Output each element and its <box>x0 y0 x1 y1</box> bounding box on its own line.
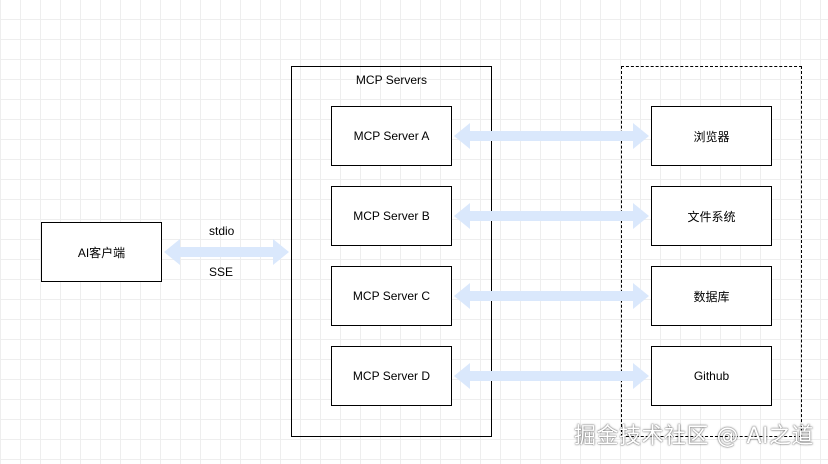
server-c-database-arrow <box>454 283 649 309</box>
transport-sse-label: SSE <box>209 265 234 279</box>
resource-browser-box: 浏览器 <box>651 106 772 166</box>
ai-client-label: AI客户端 <box>77 245 126 260</box>
mcp-server-b-label: MCP Server B <box>353 209 430 223</box>
resources-dashed-group <box>621 66 802 437</box>
resource-browser-label: 浏览器 <box>693 129 730 144</box>
resource-database-box: 数据库 <box>651 266 772 326</box>
mcp-server-c-label: MCP Server C <box>352 289 431 303</box>
watermark-text: 掘金技术社区 @ AI之道 <box>573 424 814 449</box>
transport-stdio-label: stdio <box>209 224 235 238</box>
mcp-servers-container: MCP Servers <box>291 66 492 437</box>
resource-database-label: 数据库 <box>693 289 730 304</box>
mcp-server-d-label: MCP Server D <box>352 369 431 383</box>
ai-client-box: AI客户端 <box>41 222 162 282</box>
mcp-servers-title: MCP Servers <box>355 73 428 87</box>
server-b-filesystem-arrow <box>454 203 649 229</box>
mcp-server-a-label: MCP Server A <box>353 129 430 143</box>
server-d-github-arrow <box>454 363 649 389</box>
mcp-server-c-box: MCP Server C <box>331 266 452 326</box>
resource-filesystem-label: 文件系统 <box>687 209 736 224</box>
client-servers-arrow <box>164 239 289 265</box>
mcp-server-a-box: MCP Server A <box>331 106 452 166</box>
mcp-server-b-box: MCP Server B <box>331 186 452 246</box>
resource-filesystem-box: 文件系统 <box>651 186 772 246</box>
resource-github-label: Github <box>693 369 730 383</box>
mcp-server-d-box: MCP Server D <box>331 346 452 406</box>
resource-github-box: Github <box>651 346 772 406</box>
server-a-browser-arrow <box>454 123 649 149</box>
